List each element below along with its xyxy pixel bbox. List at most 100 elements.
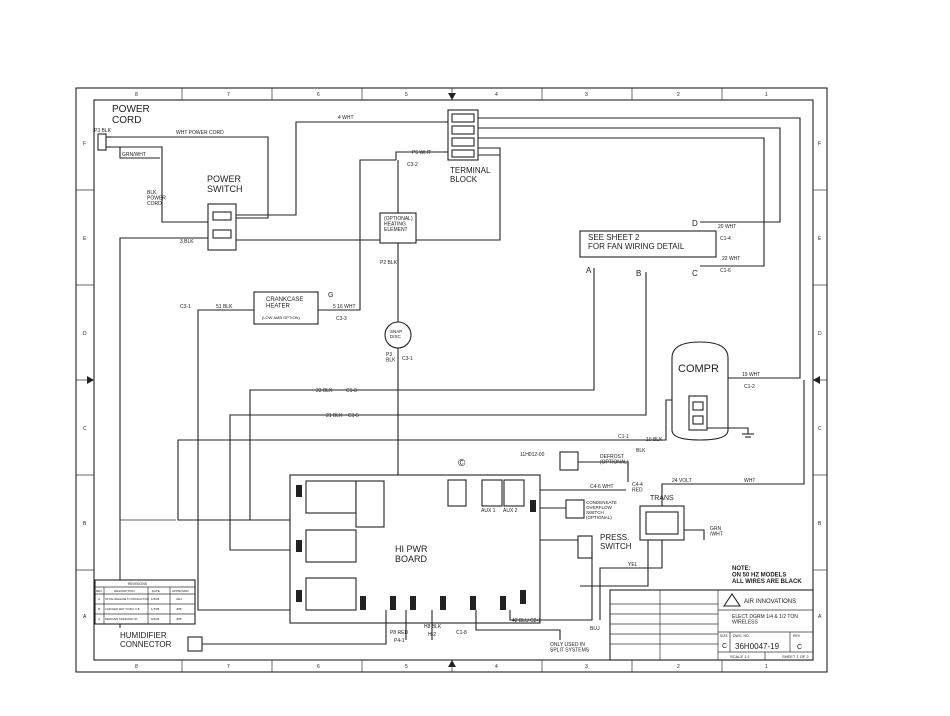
wire-3-blk <box>119 237 208 628</box>
rev-col-desc: DESCRIPTION <box>114 589 135 593</box>
c3-1-a-label: C3-1 <box>180 304 191 310</box>
wire-yel <box>599 540 663 620</box>
zone-top-2: 2 <box>677 92 680 98</box>
trans-ground <box>684 529 705 540</box>
board-relay-1 <box>305 480 357 514</box>
power-plug-icon <box>97 133 107 151</box>
rev-row-c-date: 6/4/06 <box>151 617 160 621</box>
compressor-ground <box>707 427 749 434</box>
board-relay-4 <box>355 480 385 528</box>
c1-1-label: C1-1 <box>618 434 629 440</box>
blk-label: BLK <box>636 448 646 454</box>
defrost-label: DEFROST(OPTIONAL) <box>600 454 629 466</box>
size-value: C <box>722 643 727 650</box>
terminal-c-label: C <box>692 269 698 278</box>
five-sixteen-wht-label: 5 16 WHT <box>333 304 356 310</box>
compressor-body <box>671 341 729 441</box>
rev-value: C <box>797 644 802 651</box>
p8-red-label: P8 RED <box>390 630 408 636</box>
zone-right-e: E <box>818 236 822 242</box>
four-wht-label: 4 WHT <box>338 115 354 121</box>
zone-bottom-3: 3 <box>585 664 588 670</box>
twentyfour-volt-label: 24 VOLT <box>672 478 692 484</box>
wire-19-wht <box>478 117 801 379</box>
wire-wht-power-cord <box>111 136 269 219</box>
rev-row-c-approved: JPB <box>176 617 182 621</box>
h-2-label: H-2 <box>428 632 436 638</box>
press-switch: PRESS.SWITCH <box>577 533 632 559</box>
c3-1-b-label: C3-1 <box>402 356 413 362</box>
zone-bottom-1: 1 <box>765 664 768 670</box>
twenty-wht-label: 20 WHT <box>718 224 736 230</box>
wire-5-16-wht <box>340 159 396 311</box>
ten-blk-label: 10 BLK <box>646 437 663 443</box>
board-relay-2 <box>305 529 357 563</box>
dwg-no-value: 36H0047-19 <box>735 642 780 651</box>
p3-blk-label: P3 BLK <box>94 128 112 134</box>
zone-left-c: C <box>83 426 87 432</box>
twenty-one-blk-label: 21 BLK <box>326 413 343 419</box>
wht-label: WHT <box>744 478 755 484</box>
rev-row-b-approved: JPB <box>176 607 182 611</box>
condensate-switch-box <box>565 499 585 519</box>
c3-3-label: C3-3 <box>336 316 347 322</box>
c1-5-label: C1-5 <box>348 413 359 419</box>
c3-2-label: C3-2 <box>407 162 418 168</box>
g-label: G <box>328 292 333 299</box>
terminal-b-label: B <box>636 269 641 278</box>
p4-1-label: P4-1 <box>394 638 405 644</box>
c1-3-label: C1-3 <box>346 388 357 394</box>
zone-right-a: A <box>818 614 822 620</box>
c1-4-label: C1-4 <box>720 236 731 242</box>
revisions-table: REVISIONS REV DESCRIPTION DATE APPROVED … <box>94 579 196 625</box>
part-11h-label: 11H012-00 <box>520 452 545 458</box>
crankcase-heater-sub-label: (LOW AMB OPTION) <box>262 315 300 320</box>
c1-2-label: C1-2 <box>744 384 755 390</box>
zone-top-3: 3 <box>585 92 588 98</box>
zone-top-8: 8 <box>135 92 138 98</box>
twenty-three-blk-label: 23 BLK <box>316 388 333 394</box>
rev-col-rev: REV <box>96 589 102 593</box>
zone-right-c: C <box>818 426 822 432</box>
compressor-label: COMPR <box>678 363 719 375</box>
sheet-value: SHEET 1 OF 2 <box>782 654 809 659</box>
wire-p5-wht <box>395 151 448 160</box>
company-logo-icon <box>722 593 742 607</box>
dwg-no-label: DWG. NO. <box>733 634 750 638</box>
zone-bottom-5: 5 <box>405 664 408 670</box>
zone-right-b: B <box>818 521 822 527</box>
c1-6-label: C1-6 <box>720 268 731 274</box>
forty-two-blu-label: 42 BLU C2-1 <box>512 618 541 624</box>
zone-top-5: 5 <box>405 92 408 98</box>
aux1-label: AUX 1 <box>481 508 496 514</box>
rev-row-b-date: 1/7/05 <box>151 607 160 611</box>
board-relay-3 <box>305 577 357 611</box>
c1-8-label: C1-8 <box>456 630 467 636</box>
rev-row-c-desc: REMOVED STANDARD OP <box>105 617 138 621</box>
compressor: COMPR <box>671 341 729 441</box>
aux2-label: AUX 2 <box>503 508 518 514</box>
zone-left-d: D <box>83 331 87 337</box>
zone-ticks <box>76 88 827 672</box>
zone-right-f: F <box>818 141 821 147</box>
press-switch-label: PRESS.SWITCH <box>600 533 632 551</box>
three-blk-label: 3 BLK <box>180 239 194 245</box>
zone-left-f: F <box>83 141 86 147</box>
